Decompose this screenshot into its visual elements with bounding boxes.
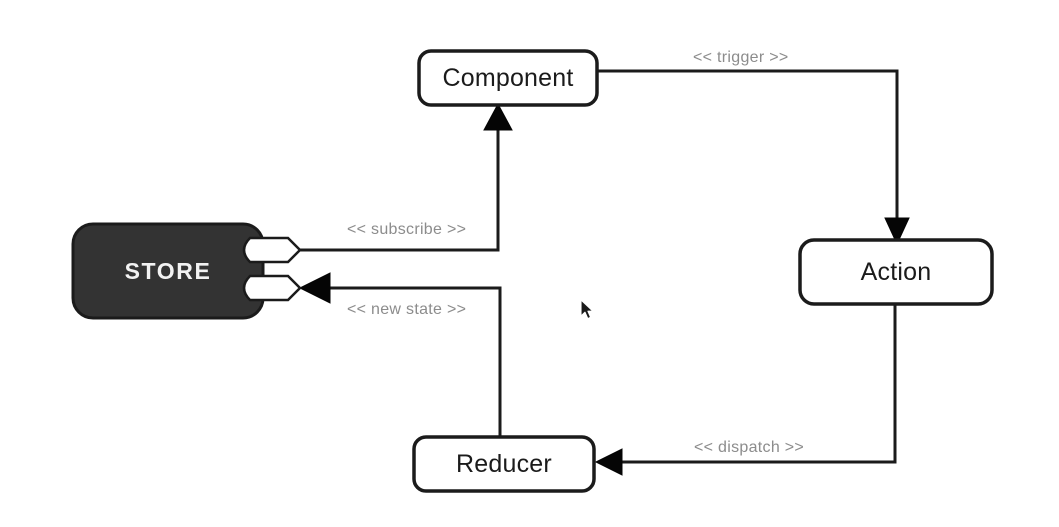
edge-new-state bbox=[298, 272, 502, 437]
edge-new-state-path bbox=[318, 286, 502, 437]
mouse-cursor-icon bbox=[580, 299, 594, 320]
edge-label-subscribe: << subscribe >> bbox=[347, 221, 467, 238]
edge-label-trigger: << trigger >> bbox=[693, 49, 789, 66]
node-action[interactable] bbox=[798, 238, 994, 306]
store-port-subscribe-icon[interactable] bbox=[242, 236, 302, 264]
edge-subscribe-arrowhead bbox=[483, 102, 513, 131]
edge-subscribe-path bbox=[296, 122, 500, 252]
edge-label-dispatch: << dispatch >> bbox=[694, 439, 805, 456]
node-store[interactable] bbox=[71, 222, 302, 320]
edge-trigger-path bbox=[597, 69, 899, 228]
edge-new-state-arrowhead bbox=[298, 272, 331, 304]
edge-trigger bbox=[597, 69, 910, 246]
node-component[interactable] bbox=[417, 49, 599, 107]
store-port-newstate-icon[interactable] bbox=[242, 274, 302, 302]
edge-dispatch bbox=[594, 304, 897, 476]
edge-dispatch-arrowhead bbox=[594, 448, 623, 476]
node-store-shape[interactable] bbox=[71, 222, 265, 320]
edge-trigger-arrowhead bbox=[884, 217, 910, 246]
node-action-shape[interactable] bbox=[798, 238, 994, 306]
edge-label-new-state: << new state >> bbox=[347, 301, 467, 318]
edge-subscribe bbox=[296, 102, 513, 252]
edge-dispatch-path bbox=[612, 304, 897, 464]
node-reducer-shape[interactable] bbox=[412, 435, 596, 493]
node-component-shape[interactable] bbox=[417, 49, 599, 107]
node-reducer[interactable] bbox=[412, 435, 596, 493]
